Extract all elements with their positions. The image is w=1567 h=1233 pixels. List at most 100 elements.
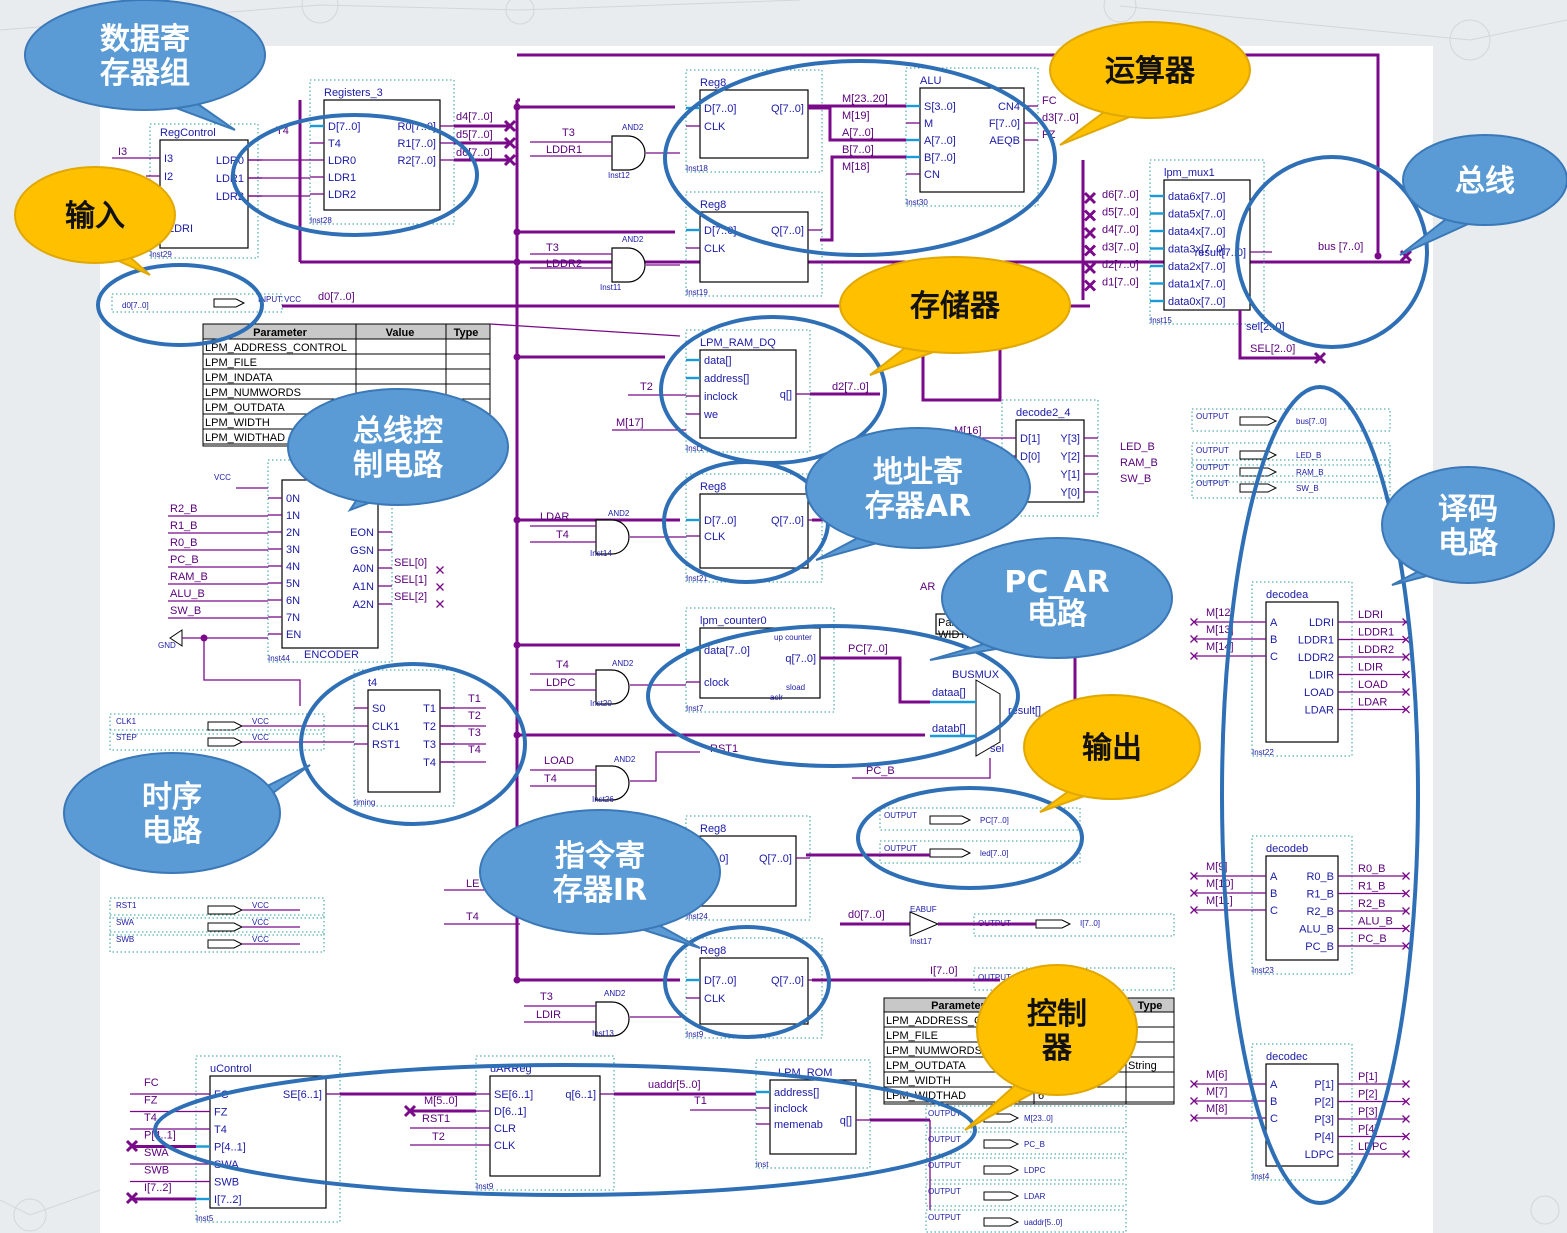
net-d2: d2[7..0] — [832, 381, 869, 393]
terminator-mark — [1083, 209, 1097, 222]
pin-label: data5x[7..0] — [1168, 209, 1226, 221]
pin-label: A2N — [353, 599, 374, 611]
input-pin-name: SWA — [116, 918, 135, 927]
pin-label: q[] — [780, 389, 792, 401]
pin-label: PC_B — [1305, 941, 1334, 953]
pin-label: data2x[7..0] — [1168, 261, 1226, 273]
pin-label: A — [1270, 1079, 1278, 1091]
terminator-mark — [1083, 226, 1097, 240]
callout-alu: 运算器 — [1049, 21, 1251, 146]
pin-label: q[] — [840, 1115, 852, 1127]
timing-out-net: T1 — [468, 693, 481, 705]
callout-text: 存器AR — [865, 489, 971, 524]
block-body — [699, 89, 809, 159]
terminator-mark — [1190, 635, 1198, 643]
vcc-label: VCC — [252, 717, 269, 726]
alu-input-net: A[7..0] — [842, 127, 874, 139]
ellipse-ir — [663, 925, 831, 1039]
table-cell: LPM_WIDTH — [886, 1075, 951, 1087]
encoder-in-net: PC_B — [170, 554, 199, 566]
and-gate-ldd2 — [611, 247, 646, 283]
terminator-mark — [1402, 1115, 1410, 1123]
inst-label: Inst14 — [590, 549, 612, 558]
table-cell: LPM_FILE — [205, 357, 257, 369]
output-name: LDPC — [1024, 1166, 1046, 1175]
pin-label: Q[7..0] — [771, 225, 804, 237]
pin-label: D[1] — [1020, 433, 1040, 445]
net-t2: T2 — [432, 1131, 445, 1143]
pin-label: 6N — [286, 595, 300, 607]
pin-label: LDR1 — [216, 173, 244, 185]
instance-name: Inst21 — [686, 574, 708, 583]
alu-input-net: B[7..0] — [842, 144, 874, 156]
block-body — [159, 139, 249, 249]
pin-label: S[3..0] — [924, 101, 956, 113]
terminator-mark — [1402, 1150, 1410, 1158]
encoder-in-net: R2_B — [170, 503, 198, 515]
block-body — [1265, 601, 1339, 743]
instance-frame — [1149, 159, 1265, 325]
output-pin — [983, 1139, 1020, 1149]
instance-frame — [1251, 835, 1353, 975]
instance-name: Inst44 — [268, 654, 290, 663]
instance-frame — [1251, 1043, 1353, 1181]
pin-label: data0x[7..0] — [1168, 296, 1226, 308]
output-frame — [879, 807, 1081, 831]
pin-label: D[7..0] — [704, 515, 736, 527]
registers-bus-out: d6[7..0] — [456, 147, 493, 159]
alu-output-net: FC — [1042, 95, 1057, 107]
pin-label: 7N — [286, 612, 300, 624]
callout-text: 输入 — [65, 199, 125, 234]
pin-label: result[7..0] — [1195, 247, 1246, 259]
net-pc-b: PC_B — [866, 765, 895, 777]
net-t3: T3 — [540, 991, 553, 1003]
table-cell: LPM_FILE — [886, 1030, 938, 1042]
net-pc: PC[7..0] — [848, 643, 888, 655]
encoder-in-net: R1_B — [170, 520, 198, 532]
callout-output: 输出 — [1023, 694, 1201, 813]
output-name: led[7..0] — [980, 849, 1008, 858]
ellipse-input — [96, 263, 264, 347]
pin-label: 5N — [286, 578, 300, 590]
pin-label: LDDR1 — [1298, 635, 1334, 647]
instance-frame — [309, 79, 455, 225]
lpm-ram-block: LPM_RAM_DQInst1data[]address[]inclockweq… — [685, 329, 811, 453]
net-ar: AR — [920, 581, 935, 593]
pin-label: Q[7..0] — [771, 975, 804, 987]
block-body — [209, 1075, 327, 1209]
callout-text: 制电路 — [353, 448, 444, 483]
net-t3: T3 — [562, 127, 575, 139]
table-header: Value — [386, 327, 415, 339]
input-frame — [109, 914, 325, 936]
output-tag: OUTPUT — [928, 1109, 961, 1118]
terminator-mark — [125, 1191, 139, 1205]
terminator-mark — [436, 583, 444, 591]
pin-label: B — [1270, 888, 1277, 900]
callout-text: 电路 — [1438, 526, 1499, 561]
encoder-74148-block: 74148Inst440N1N2N3N4N5N6N7NENEONGSNA0NA1… — [267, 459, 393, 663]
input-pin — [207, 737, 244, 747]
alu-input-net: M[18] — [842, 161, 870, 173]
inst-label: Inst17 — [910, 937, 932, 946]
pin-label: R0_B — [1306, 871, 1334, 883]
decoder-out-net: LOAD — [1358, 679, 1388, 691]
decoder-out-net: P[4] — [1358, 1124, 1378, 1136]
input-frame — [109, 931, 325, 953]
pin-label: LDRI — [1309, 617, 1334, 629]
and-gate-ldd1 — [611, 135, 646, 171]
callout-text: 总线 — [1455, 164, 1515, 199]
pin-label: C — [1270, 905, 1278, 917]
output-frame — [925, 1209, 1127, 1233]
pin-label: data6x[7..0] — [1168, 191, 1226, 203]
wire — [489, 323, 681, 337]
pin-label: CLK — [704, 993, 726, 1005]
encoder-in-net: ALU_B — [170, 588, 205, 600]
terminator-mark — [1402, 1132, 1410, 1141]
pin-label: CLK — [494, 1140, 516, 1152]
net-ldar: LDAR — [540, 511, 569, 523]
pin-label: inclock — [774, 1103, 808, 1115]
pin-label: Y[0] — [1060, 487, 1080, 499]
busmux-dataa: dataa[] — [932, 687, 966, 699]
